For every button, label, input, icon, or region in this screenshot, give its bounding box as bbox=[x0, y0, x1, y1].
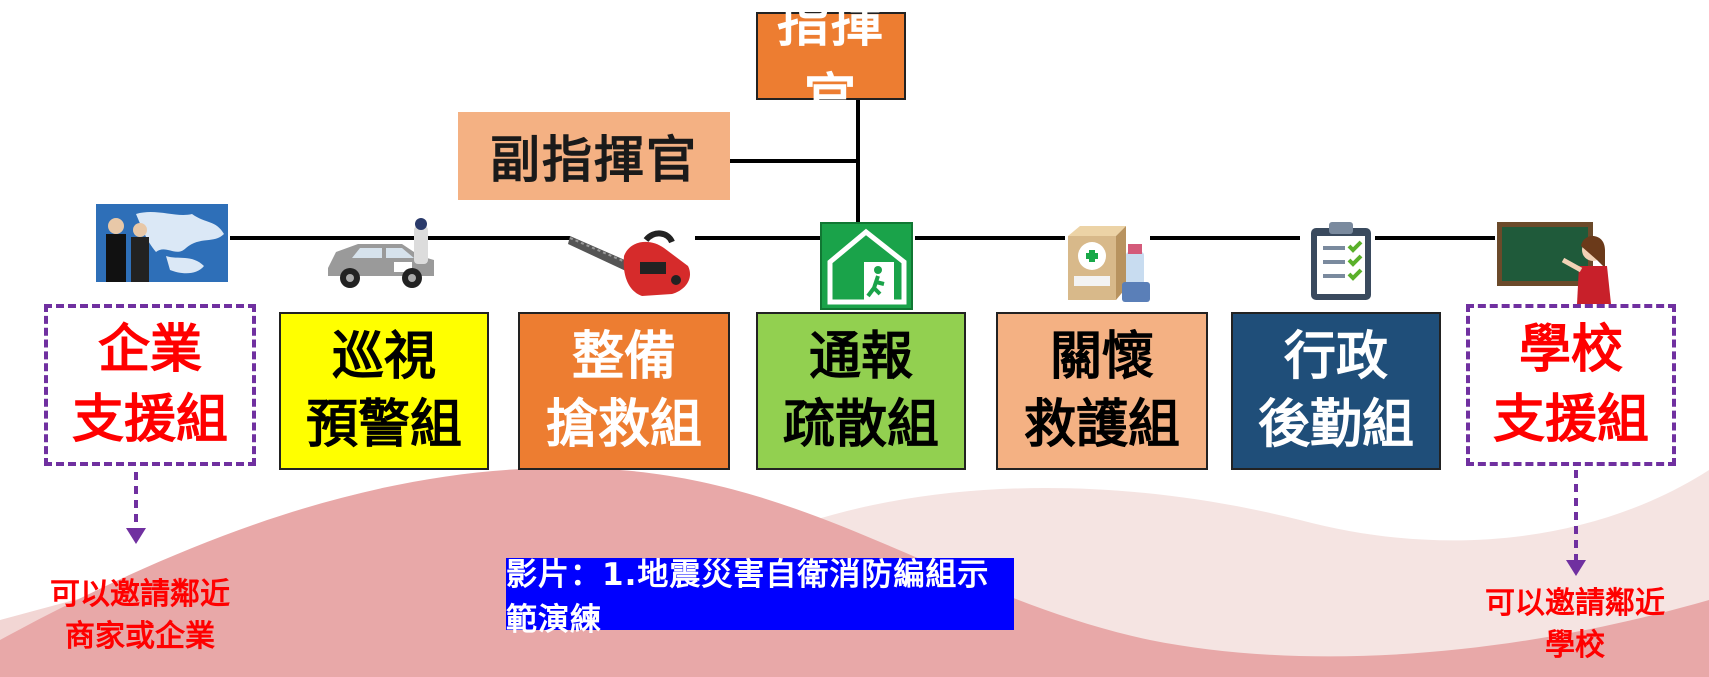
enterprise-support-label: 企業 支援組 bbox=[71, 320, 228, 450]
patrol-warning-group-box: 巡視 預警組 bbox=[279, 312, 489, 470]
vice-commander-box: 副指揮官 bbox=[458, 112, 730, 200]
school-support-label: 學校 支援組 bbox=[1492, 320, 1649, 450]
enterprise-support-box: 企業 支援組 bbox=[44, 304, 256, 466]
police-car-icon bbox=[328, 218, 434, 288]
school-invite-note: 可以邀請鄰近 學校 bbox=[1485, 586, 1665, 663]
admin-logistics-group-label: 行政 後勤組 bbox=[1257, 327, 1414, 455]
vice-commander-label: 副指揮官 bbox=[490, 131, 698, 189]
care-rescue-group-box: 關懷 救護組 bbox=[996, 312, 1208, 470]
evacuation-group-label: 通報 疏散組 bbox=[782, 327, 939, 455]
care-rescue-group-label: 關懷 救護組 bbox=[1023, 327, 1180, 455]
commander-label: 指揮官 bbox=[776, 0, 885, 129]
patrol-warning-group-label: 巡視 預警組 bbox=[305, 327, 462, 455]
teacher-blackboard-icon bbox=[1497, 222, 1611, 304]
school-support-box: 學校 支援組 bbox=[1466, 304, 1676, 466]
evacuation-group-box: 通報 疏散組 bbox=[756, 312, 966, 470]
first-aid-box-icon bbox=[1068, 226, 1150, 302]
business-world-icon bbox=[96, 204, 228, 282]
rescue-group-box: 整備 搶救組 bbox=[518, 312, 730, 470]
enterprise-invite-note: 可以邀請鄰近 商家或企業 bbox=[50, 577, 230, 654]
video-caption[interactable]: 影片：1.地震災害自衛消防編組示範演練 bbox=[506, 557, 1014, 638]
commander-box: 指揮官 bbox=[756, 0, 906, 129]
clipboard-checklist-icon bbox=[1311, 222, 1371, 300]
admin-logistics-group-box: 行政 後勤組 bbox=[1231, 312, 1441, 470]
rescue-group-label: 整備 搶救組 bbox=[545, 327, 702, 455]
chainsaw-icon bbox=[568, 230, 691, 296]
emergency-exit-icon bbox=[820, 222, 913, 310]
